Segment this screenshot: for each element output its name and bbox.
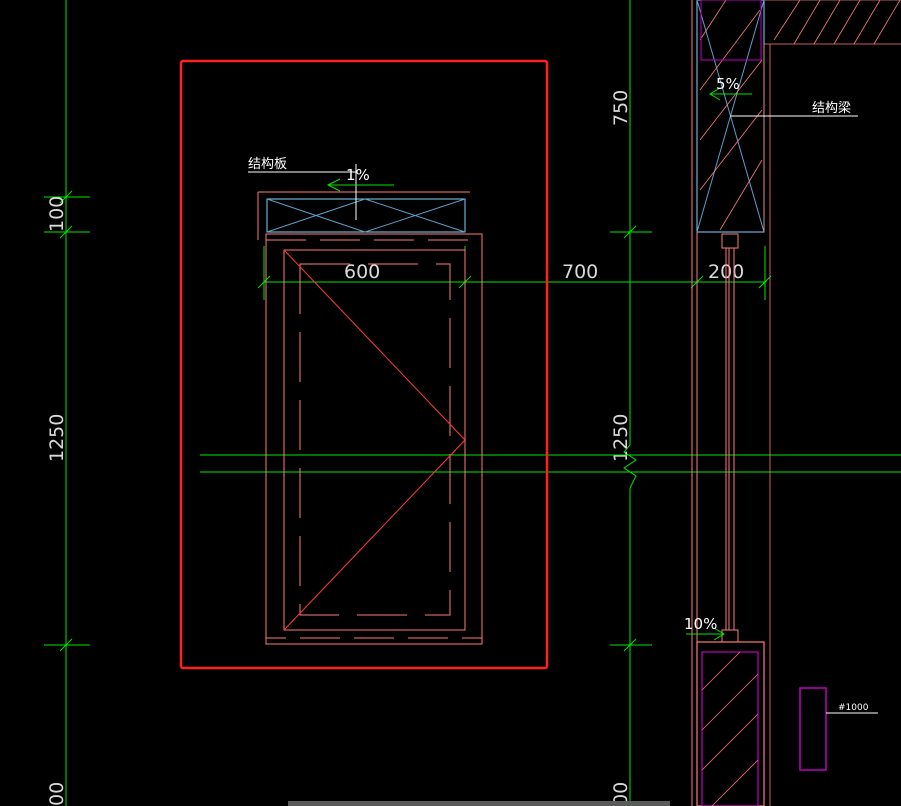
- dim-right-mid: 1250: [610, 414, 632, 462]
- wall-hatch-top: [699, 0, 901, 806]
- dim-left-top: 100: [46, 196, 68, 232]
- dim-width-600: 600: [344, 261, 380, 283]
- label-slope-beam: 5%: [716, 75, 740, 93]
- slope-arrow-window: [326, 178, 394, 192]
- dim-width-700: 700: [562, 261, 598, 283]
- left-dimension-chain: [44, 0, 90, 806]
- structural-slab: [266, 198, 466, 233]
- slope-arrow-beam: [709, 87, 752, 101]
- window-opening-diagonals: [283, 249, 466, 631]
- section-lines: [200, 454, 901, 473]
- label-slab: 结构板: [248, 157, 287, 172]
- sill-wall-hatch: [701, 651, 759, 806]
- window-frame: [257, 191, 483, 645]
- dim-left-bottom: 00: [46, 782, 68, 806]
- label-beam: 结构梁: [812, 101, 851, 116]
- label-tag: #1000: [838, 703, 869, 713]
- dim-right-bottom: 00: [610, 782, 632, 806]
- wall-top-magenta: [700, 0, 762, 61]
- selection-box[interactable]: [179, 59, 549, 670]
- right-dimension-chain: [610, 0, 652, 806]
- dim-left-mid: 1250: [46, 414, 68, 462]
- slope-arrow-sill: [686, 627, 725, 641]
- label-slope-window: 1%: [346, 166, 370, 184]
- tag-symbol: [799, 687, 827, 771]
- dim-right-top: 750: [610, 90, 632, 126]
- horizontal-scrollbar[interactable]: [288, 801, 670, 806]
- label-slope-sill: 10%: [684, 615, 717, 633]
- width-dimension-chain: [257, 246, 772, 300]
- sill-wall-section: [696, 641, 765, 806]
